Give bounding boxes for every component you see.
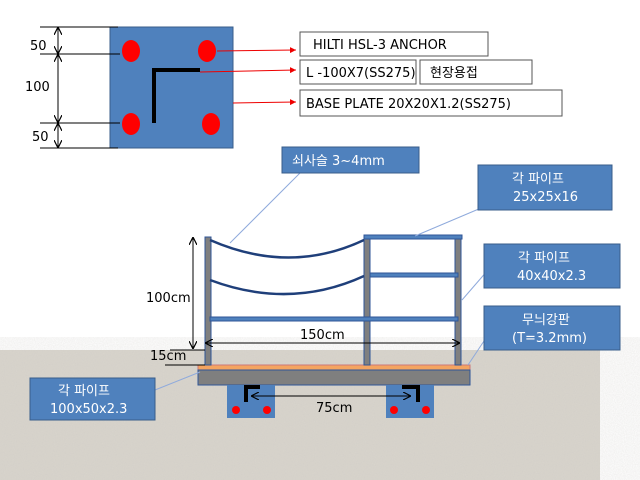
angle-section — [152, 68, 200, 123]
width-label: 150cm — [300, 328, 345, 343]
dim-bottom: 50 — [32, 130, 49, 145]
pipe-mid-label-1: 각 파이프 — [518, 251, 570, 266]
anchor-callout: HILTI HSL-3 ANCHOR — [313, 38, 447, 53]
anchor-bolt-icon — [122, 113, 140, 135]
angle-callout: L -100X7(SS275) — [306, 66, 416, 81]
weld-callout: 현장용접 — [430, 66, 478, 81]
base-plate-plan — [109, 26, 234, 149]
base-plate-callout: BASE PLATE 20X20X1.2(SS275) — [306, 97, 511, 112]
pipe-base-label-2: 100x50x2.3 — [50, 402, 127, 417]
anchor-bolt-icon — [198, 40, 216, 62]
dim-top: 50 — [30, 39, 47, 54]
base-height-label: 15cm — [150, 349, 186, 364]
anchor-bolt-icon — [122, 40, 140, 62]
pipe-top-label-1: 각 파이프 — [512, 172, 564, 187]
dim-mid: 100 — [25, 80, 50, 95]
pipe-top-label-2: 25x25x16 — [513, 190, 578, 205]
anchor-bolt-icon — [202, 113, 220, 135]
elevation-dimensions — [165, 238, 459, 396]
footing-spacing-label: 75cm — [316, 401, 352, 416]
pipe-base-label-1: 각 파이프 — [58, 384, 110, 399]
pipe-mid-label-2: 40x40x2.3 — [517, 269, 586, 284]
guardrail-elevation — [197, 234, 471, 418]
plan-dimensions — [40, 26, 120, 149]
plate-label-1: 무늬강판 — [522, 313, 570, 328]
plate-label-2: (T=3.2mm) — [512, 331, 587, 346]
height-label: 100cm — [146, 291, 191, 306]
chain-label: 쇠사슬 3~4mm — [292, 154, 385, 169]
